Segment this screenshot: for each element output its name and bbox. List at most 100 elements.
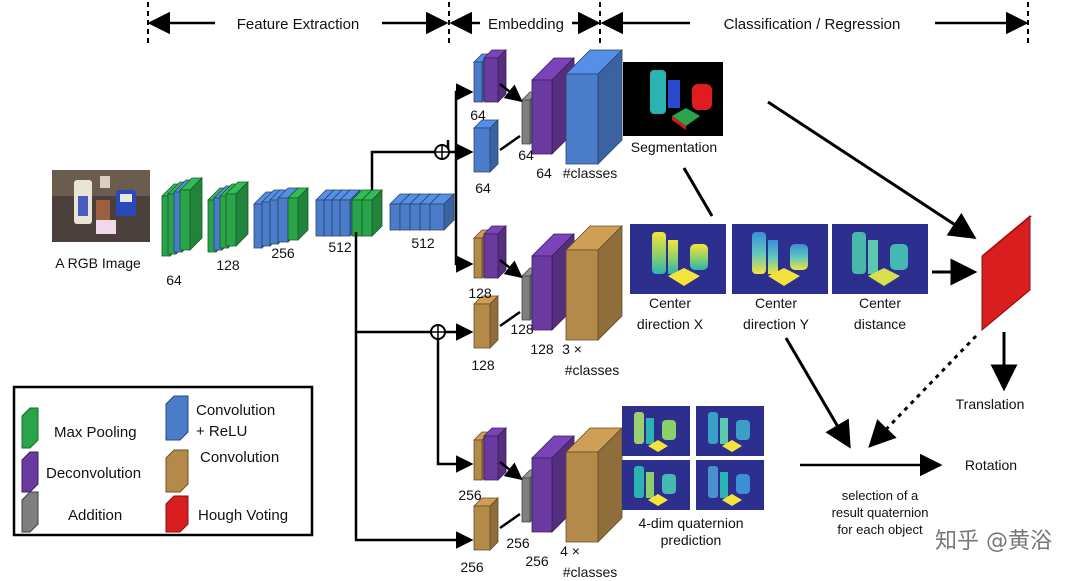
backbone-layer-24-front	[429, 203, 445, 231]
center-d-line1: Center	[859, 295, 901, 311]
backbone-layer-8-front	[225, 193, 237, 247]
legend-conv-relu-2: + ReLU	[196, 423, 247, 440]
translation-label: Translation	[956, 396, 1025, 412]
backbone-layer-11-front	[269, 199, 279, 245]
center-x-line1: Center	[649, 295, 691, 311]
segmentation-map	[623, 62, 723, 136]
backbone-layer-22-front	[409, 203, 421, 231]
legend-max-pooling: Max Pooling	[54, 424, 137, 441]
center-merge-link	[499, 310, 521, 328]
quaternion-map-3-bottle	[634, 466, 644, 498]
quaternion-map-4-box	[720, 472, 728, 498]
quat-deconv-a	[483, 427, 507, 481]
seg-dim-a: 64	[470, 107, 486, 123]
quaternion-map-1-bottle	[634, 412, 644, 444]
legend-swatch-addition	[21, 491, 39, 533]
quaternion-map-1-can	[662, 420, 676, 440]
quaternion-map-2-block	[722, 440, 742, 452]
quat-input-b	[473, 497, 499, 551]
seg-merge-arrow	[499, 83, 523, 103]
quat-dim-b: 256	[460, 559, 484, 575]
seg-input-a-front	[473, 61, 483, 103]
seg-deconv-a-front	[483, 57, 499, 103]
center-output-front	[565, 249, 599, 341]
backbone-layer-4-side	[189, 177, 203, 251]
seg-output	[565, 49, 623, 165]
legend-swatch-deconvolution	[21, 451, 39, 493]
quat-deconv-out-front	[531, 457, 553, 533]
center-y-map	[732, 224, 828, 294]
backbone-layer-20-front	[389, 203, 401, 231]
center-input-b	[473, 295, 499, 349]
quaternion-map-1-block	[648, 440, 668, 452]
center-addition-front	[521, 275, 531, 321]
rotation-label: Rotation	[965, 457, 1017, 473]
quaternion-map-2-bottle	[708, 412, 718, 444]
seg-dim-sum: 64	[518, 147, 534, 163]
quaternion-map-4-can	[736, 474, 750, 494]
center-output	[565, 225, 623, 341]
quaternion-map-4	[696, 460, 764, 510]
backbone-layer-13	[287, 187, 309, 241]
backbone-layer-16-front	[331, 199, 341, 237]
quat-addition-front	[521, 477, 531, 523]
quat-out-line2: #classes	[563, 564, 617, 580]
quat-dim-sum: 256	[506, 535, 530, 551]
backbone-layer-24	[429, 193, 455, 231]
backbone-layer-19	[361, 189, 383, 237]
backbone-layer-19-front	[361, 199, 373, 237]
legend-swatch-conv-relu	[165, 395, 189, 441]
quaternion-map-3	[622, 460, 690, 510]
quaternion-maps	[622, 406, 764, 510]
backbone-dim-3: 256	[271, 245, 295, 261]
quat-deconv-a-front	[483, 435, 499, 481]
selection-line3: for each object	[837, 522, 923, 537]
routing-lines	[354, 83, 474, 549]
section-header: Feature Extraction Embedding Classificat…	[147, 2, 1029, 44]
legend-convolution: Convolution	[200, 449, 279, 466]
legend-conv-relu-1: Convolution	[196, 402, 275, 419]
backbone-layer-9-front	[253, 203, 263, 249]
center-deconv-out-front	[531, 255, 553, 331]
seg-input-b-front	[473, 127, 491, 173]
legend-swatch-max-pooling	[21, 407, 39, 449]
input-image	[52, 170, 150, 242]
backbone-dim-1: 64	[166, 272, 182, 288]
backbone-layer-21-front	[399, 203, 411, 231]
quat-input-b-front	[473, 505, 491, 551]
quat-merge-arrow	[499, 461, 523, 481]
legend: Max Pooling Convolution + ReLU Deconvolu…	[12, 385, 314, 537]
center-deconv-a-side	[497, 225, 507, 279]
center-input-b-front	[473, 303, 491, 349]
quat-out-line1: 4 ×	[560, 543, 580, 559]
quat-output-front	[565, 451, 599, 543]
seg-merge-link	[499, 134, 521, 152]
center-x-map	[630, 224, 726, 294]
quat-deconv-a-side	[497, 427, 507, 481]
center-x-line2: direction X	[637, 316, 704, 332]
quat-output	[565, 427, 623, 543]
quat-input-b-side	[489, 497, 499, 551]
quaternion-map-1-box	[646, 418, 654, 444]
embedding-branches	[473, 49, 623, 551]
quaternion-map-2-can	[736, 420, 750, 440]
header-feature-extraction: Feature Extraction	[237, 16, 360, 33]
center-y-line1: Center	[755, 295, 797, 311]
backbone-layer-4-front	[179, 189, 191, 251]
center-dim-b: 128	[471, 357, 495, 373]
seg-output-front	[565, 73, 599, 165]
hough-voting-block	[981, 214, 1032, 332]
quaternion-map-4-bottle	[708, 466, 718, 498]
quaternion-line2: prediction	[661, 532, 722, 548]
backbone-layers	[161, 177, 455, 257]
center-input-b-side	[489, 295, 499, 349]
segmentation-label: Segmentation	[631, 139, 717, 155]
seg-deconv-a	[483, 49, 507, 103]
backbone-layer-15-front	[323, 199, 333, 237]
center-input-a-front	[473, 237, 483, 279]
center-merge-arrow	[499, 259, 523, 279]
center-dim-sum: 128	[510, 321, 534, 337]
legend-addition: Addition	[68, 507, 122, 524]
legend-deconvolution: Deconvolution	[46, 465, 141, 482]
seg-dim-b: 64	[475, 180, 491, 196]
